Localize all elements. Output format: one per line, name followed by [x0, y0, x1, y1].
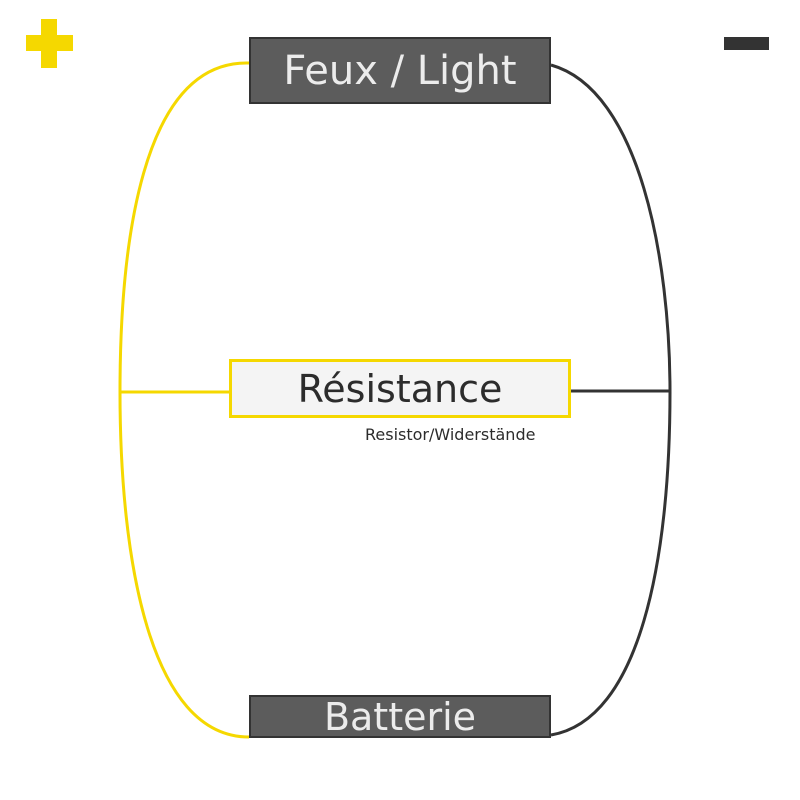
- negative-wire-loop: [550, 63, 672, 737]
- battery-box: Batterie: [249, 694, 551, 739]
- resistance-box: Résistance: [229, 359, 571, 418]
- light-box: Feux / Light: [249, 37, 551, 104]
- resistance-label: Résistance: [297, 366, 503, 411]
- minus-icon: [724, 37, 769, 50]
- battery-label: Batterie: [323, 694, 477, 739]
- light-label: Feux / Light: [283, 47, 517, 94]
- resistance-sublabel: Resistor/Widerstände: [365, 425, 536, 444]
